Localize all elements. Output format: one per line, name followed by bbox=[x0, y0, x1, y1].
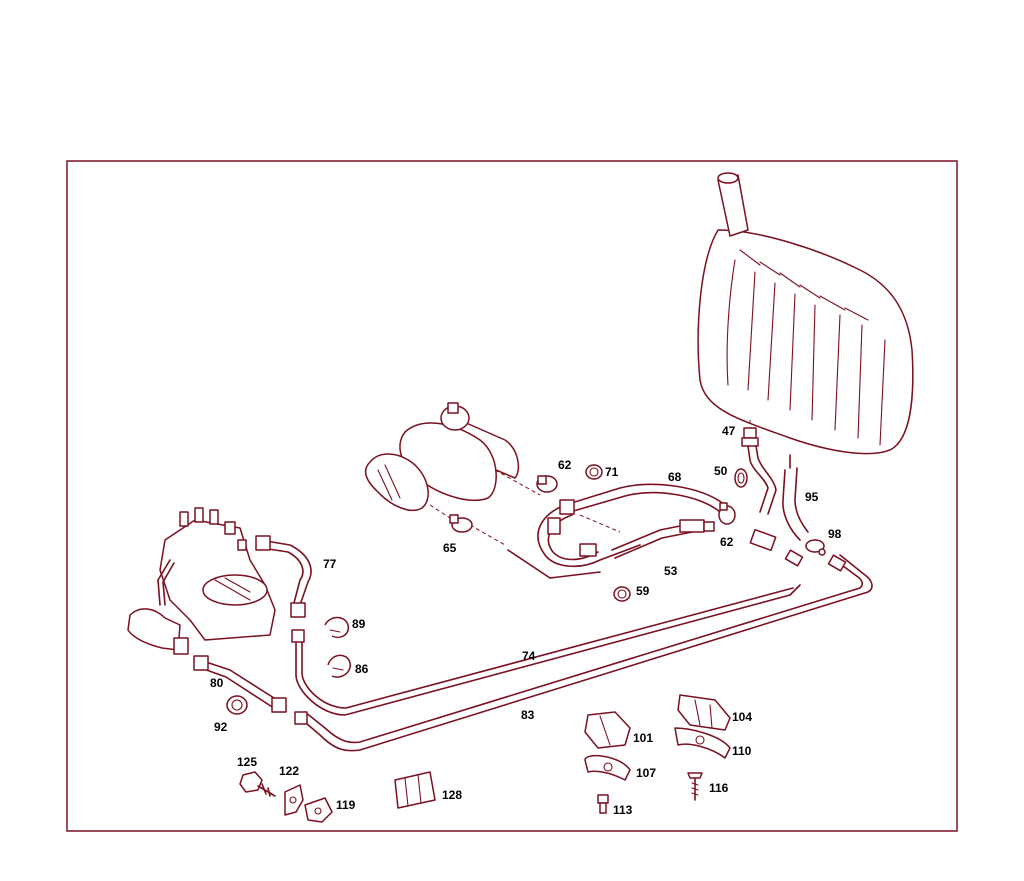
clip-89 bbox=[324, 616, 349, 639]
fuel-lines-74-83 bbox=[291, 549, 873, 752]
part-label: 128 bbox=[442, 788, 462, 802]
clip-101 bbox=[584, 711, 631, 749]
hose-clip-128 bbox=[394, 771, 436, 809]
fuel-distributor-assembly bbox=[127, 507, 276, 655]
grommet-71 bbox=[585, 464, 603, 480]
bolt-125 bbox=[239, 771, 276, 797]
clamp-62-top bbox=[536, 475, 558, 493]
screw-113 bbox=[597, 794, 609, 814]
fuel-line-74 bbox=[295, 584, 801, 716]
screw-116 bbox=[687, 772, 703, 801]
grommet-92 bbox=[226, 695, 248, 715]
part-label: 65 bbox=[443, 541, 457, 555]
part-label: 98 bbox=[828, 527, 842, 541]
clamp-62-right bbox=[718, 502, 736, 525]
bracket-122 bbox=[284, 784, 304, 816]
bracket-110 bbox=[674, 727, 731, 759]
part-label: 71 bbox=[605, 465, 619, 479]
part-label: 116 bbox=[709, 781, 729, 795]
part-labels: 47 50 53 59 62 62 65 68 71 74 77 80 83 8… bbox=[210, 424, 842, 817]
part-label: 95 bbox=[805, 490, 819, 504]
fuel-pump-filter-assembly bbox=[364, 402, 621, 546]
hose-assembly-68-53 bbox=[507, 483, 777, 602]
bracket-107 bbox=[584, 754, 631, 781]
clamp-98 bbox=[805, 539, 826, 556]
tank-fittings bbox=[734, 420, 826, 556]
part-label: 74 bbox=[522, 649, 536, 663]
grommet-59 bbox=[613, 586, 631, 602]
part-label: 53 bbox=[664, 564, 678, 578]
clip-119 bbox=[304, 797, 333, 823]
fuel-line-83 bbox=[299, 554, 873, 752]
hose-95 bbox=[782, 469, 801, 541]
diagram-frame bbox=[66, 160, 958, 832]
part-label: 107 bbox=[636, 766, 656, 780]
part-label: 125 bbox=[237, 755, 257, 769]
part-label: 89 bbox=[352, 617, 366, 631]
clip-86 bbox=[327, 654, 351, 678]
grommet-50 bbox=[734, 468, 748, 488]
part-label: 47 bbox=[722, 424, 736, 438]
part-label: 80 bbox=[210, 676, 224, 690]
clip-104 bbox=[677, 694, 731, 731]
part-label: 83 bbox=[521, 708, 535, 722]
part-label: 68 bbox=[668, 470, 682, 484]
part-label: 101 bbox=[633, 731, 653, 745]
part-label: 50 bbox=[714, 464, 728, 478]
part-label: 77 bbox=[323, 557, 337, 571]
fuel-line-77 bbox=[255, 535, 312, 618]
part-label: 113 bbox=[613, 803, 633, 817]
part-label: 92 bbox=[214, 720, 228, 734]
part-label: 122 bbox=[279, 764, 299, 778]
part-label: 62 bbox=[720, 535, 734, 549]
fuel-line-80 bbox=[193, 655, 287, 713]
part-label: 110 bbox=[732, 744, 752, 758]
part-label: 119 bbox=[336, 798, 356, 812]
part-label: 104 bbox=[732, 710, 752, 724]
part-label: 62 bbox=[558, 458, 572, 472]
fuel-tank bbox=[697, 172, 914, 455]
part-label: 59 bbox=[636, 584, 650, 598]
part-label: 86 bbox=[355, 662, 369, 676]
clamp-65 bbox=[449, 514, 473, 533]
